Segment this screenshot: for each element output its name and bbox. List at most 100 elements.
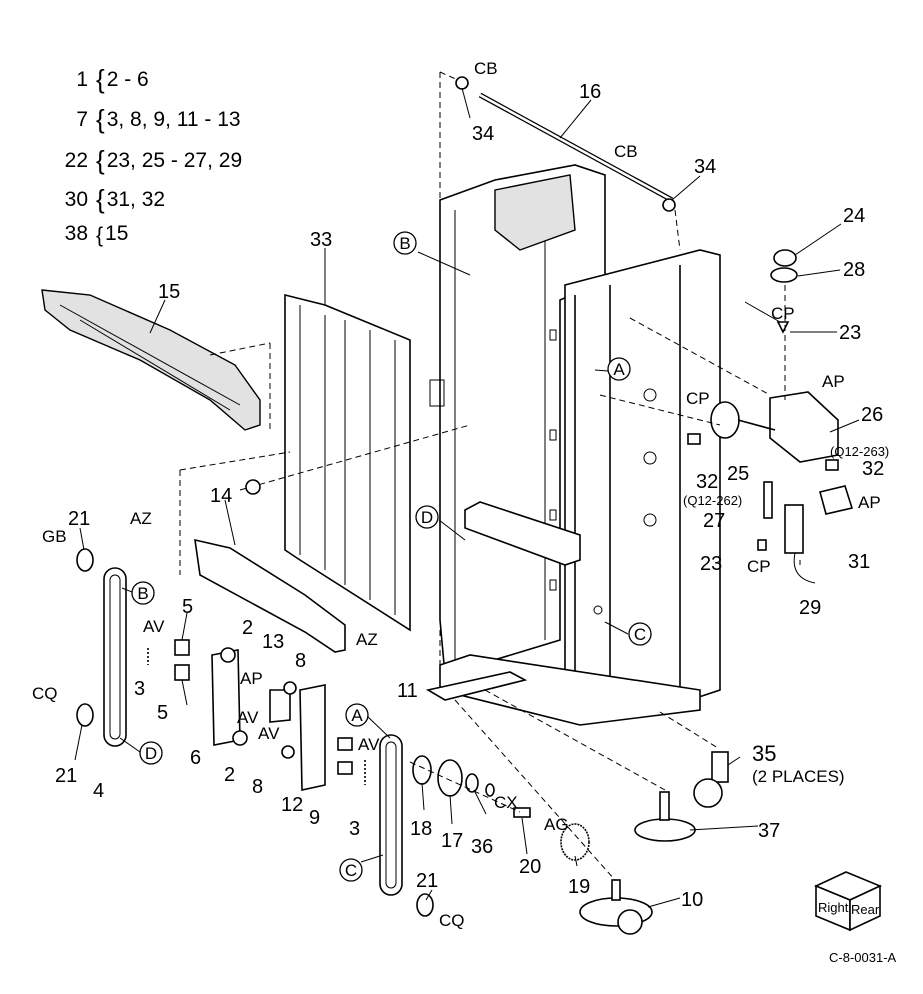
svg-text:C: C: [634, 625, 646, 644]
callout-5: 5: [157, 702, 168, 724]
svg-text:AP: AP: [822, 372, 845, 391]
callout-9: 9: [309, 807, 320, 829]
callout-27: 27: [703, 510, 725, 532]
washer-8-upper: [283, 681, 297, 695]
svg-text:B: B: [137, 584, 148, 603]
note-two-places: (2 PLACES): [752, 767, 845, 786]
bracket-14: [179, 424, 471, 653]
svg-text:CQ: CQ: [32, 684, 58, 703]
ref-b-frame: [393, 231, 417, 255]
belt-11: [379, 734, 403, 896]
callout-28: 28: [843, 259, 865, 281]
callout-3: 3: [134, 678, 145, 700]
foot-37-screw: [659, 791, 670, 821]
svg-text:CX: CX: [494, 793, 518, 812]
clip-9-lower: [337, 761, 353, 775]
gear-17: [437, 759, 463, 797]
callout-15: 15: [158, 281, 180, 303]
sensor-32-right: [825, 459, 839, 471]
callout-34: 34: [694, 156, 716, 178]
callout-37: 37: [758, 820, 780, 842]
bearing-34-left: [455, 76, 469, 90]
belts: [103, 567, 403, 896]
clip-5-upper: [174, 639, 190, 656]
callout-34: 34: [472, 123, 494, 145]
svg-text:CB: CB: [614, 142, 638, 161]
svg-text:A: A: [351, 706, 363, 725]
gear-24: [773, 249, 797, 267]
bracket-31: [819, 485, 854, 515]
legend-row: 22{23, 25 - 27, 29: [64, 145, 243, 175]
legend-row: 7{3, 8, 9, 11 - 13: [76, 104, 241, 134]
main-frame: [425, 164, 721, 726]
legend-row: 38{15: [64, 222, 129, 247]
motor-assembly: [599, 249, 854, 584]
rear-cover: [284, 293, 411, 632]
clip-9-upper: [337, 737, 353, 751]
plate-6: [211, 649, 241, 746]
drive-train: [409, 755, 590, 861]
callout-18: 18: [410, 818, 432, 840]
reference-markers: B A D C B D A C: [131, 231, 652, 882]
callout-12: 12: [281, 794, 303, 816]
svg-text:(Q12-262): (Q12-262): [683, 493, 742, 508]
washer-8-lower: [281, 745, 295, 759]
callout-20: 20: [519, 856, 541, 878]
gear-19: [560, 823, 590, 861]
code-labels: CB CB CP AP CP (Q12-263) AP (Q12-262) CP…: [32, 59, 889, 930]
foot-37: [634, 818, 696, 842]
clip-cx: [485, 783, 495, 797]
ref-d-belt: [139, 741, 163, 765]
casters: [454, 689, 729, 935]
shaft-16: [455, 76, 676, 212]
svg-text:B: B: [399, 234, 410, 253]
cover-33: [284, 293, 411, 632]
ref-c-belt: [339, 858, 363, 882]
shaft-20: [513, 807, 531, 818]
screw: [245, 479, 261, 495]
pulley-2-upper: [220, 647, 236, 663]
callout-29: 29: [799, 597, 821, 619]
sensor-27: [763, 481, 773, 519]
callout-13: 13: [262, 631, 284, 653]
callout-26: 26: [861, 404, 883, 426]
ref-c-frame: [628, 622, 652, 646]
washer-36: [465, 773, 479, 793]
pulleys-21: [76, 548, 434, 917]
callout-2: 2: [224, 764, 235, 786]
callout-16: 16: [579, 81, 601, 103]
callout-21: 21: [416, 870, 438, 892]
callout-8: 8: [295, 650, 306, 672]
caster-10-stem: [611, 879, 621, 901]
callout-labels: 34 16 34 24 28 23 26 25 32 32 27 23 31 2…: [55, 81, 884, 911]
callout-10: 10: [681, 889, 703, 911]
ref-a-belt: [345, 703, 369, 727]
callout-32: 32: [696, 471, 718, 493]
pulley-2-lower: [232, 730, 248, 746]
sensor-32-left: [687, 433, 701, 445]
screw-23-lower: [757, 539, 767, 551]
svg-text:D: D: [145, 744, 157, 763]
svg-text:AV: AV: [258, 724, 280, 743]
svg-text:CP: CP: [771, 304, 795, 323]
bracket-13: [269, 689, 291, 723]
callout-11: 11: [397, 680, 418, 702]
callout-32: 32: [862, 458, 884, 480]
orientation-cube: Right Rear: [814, 871, 882, 932]
svg-text:(Q12-263): (Q12-263): [830, 444, 889, 459]
leader-lines: [74, 87, 860, 908]
callout-21: 21: [55, 765, 77, 787]
svg-text:CP: CP: [747, 557, 771, 576]
ref-d-frame: [415, 505, 439, 529]
bracket: [194, 538, 346, 653]
figure-id: C-8-0031-A: [829, 950, 897, 965]
belt-4: [103, 567, 127, 747]
callout-3: 3: [349, 818, 360, 840]
callout-35: 35: [752, 741, 776, 766]
svg-text:D: D: [421, 508, 433, 527]
callout-23: 23: [839, 322, 861, 344]
callout-19: 19: [568, 876, 590, 898]
svg-text:CB: CB: [474, 59, 498, 78]
bracket-26: [769, 391, 839, 463]
bearing-34-right: [662, 198, 676, 212]
